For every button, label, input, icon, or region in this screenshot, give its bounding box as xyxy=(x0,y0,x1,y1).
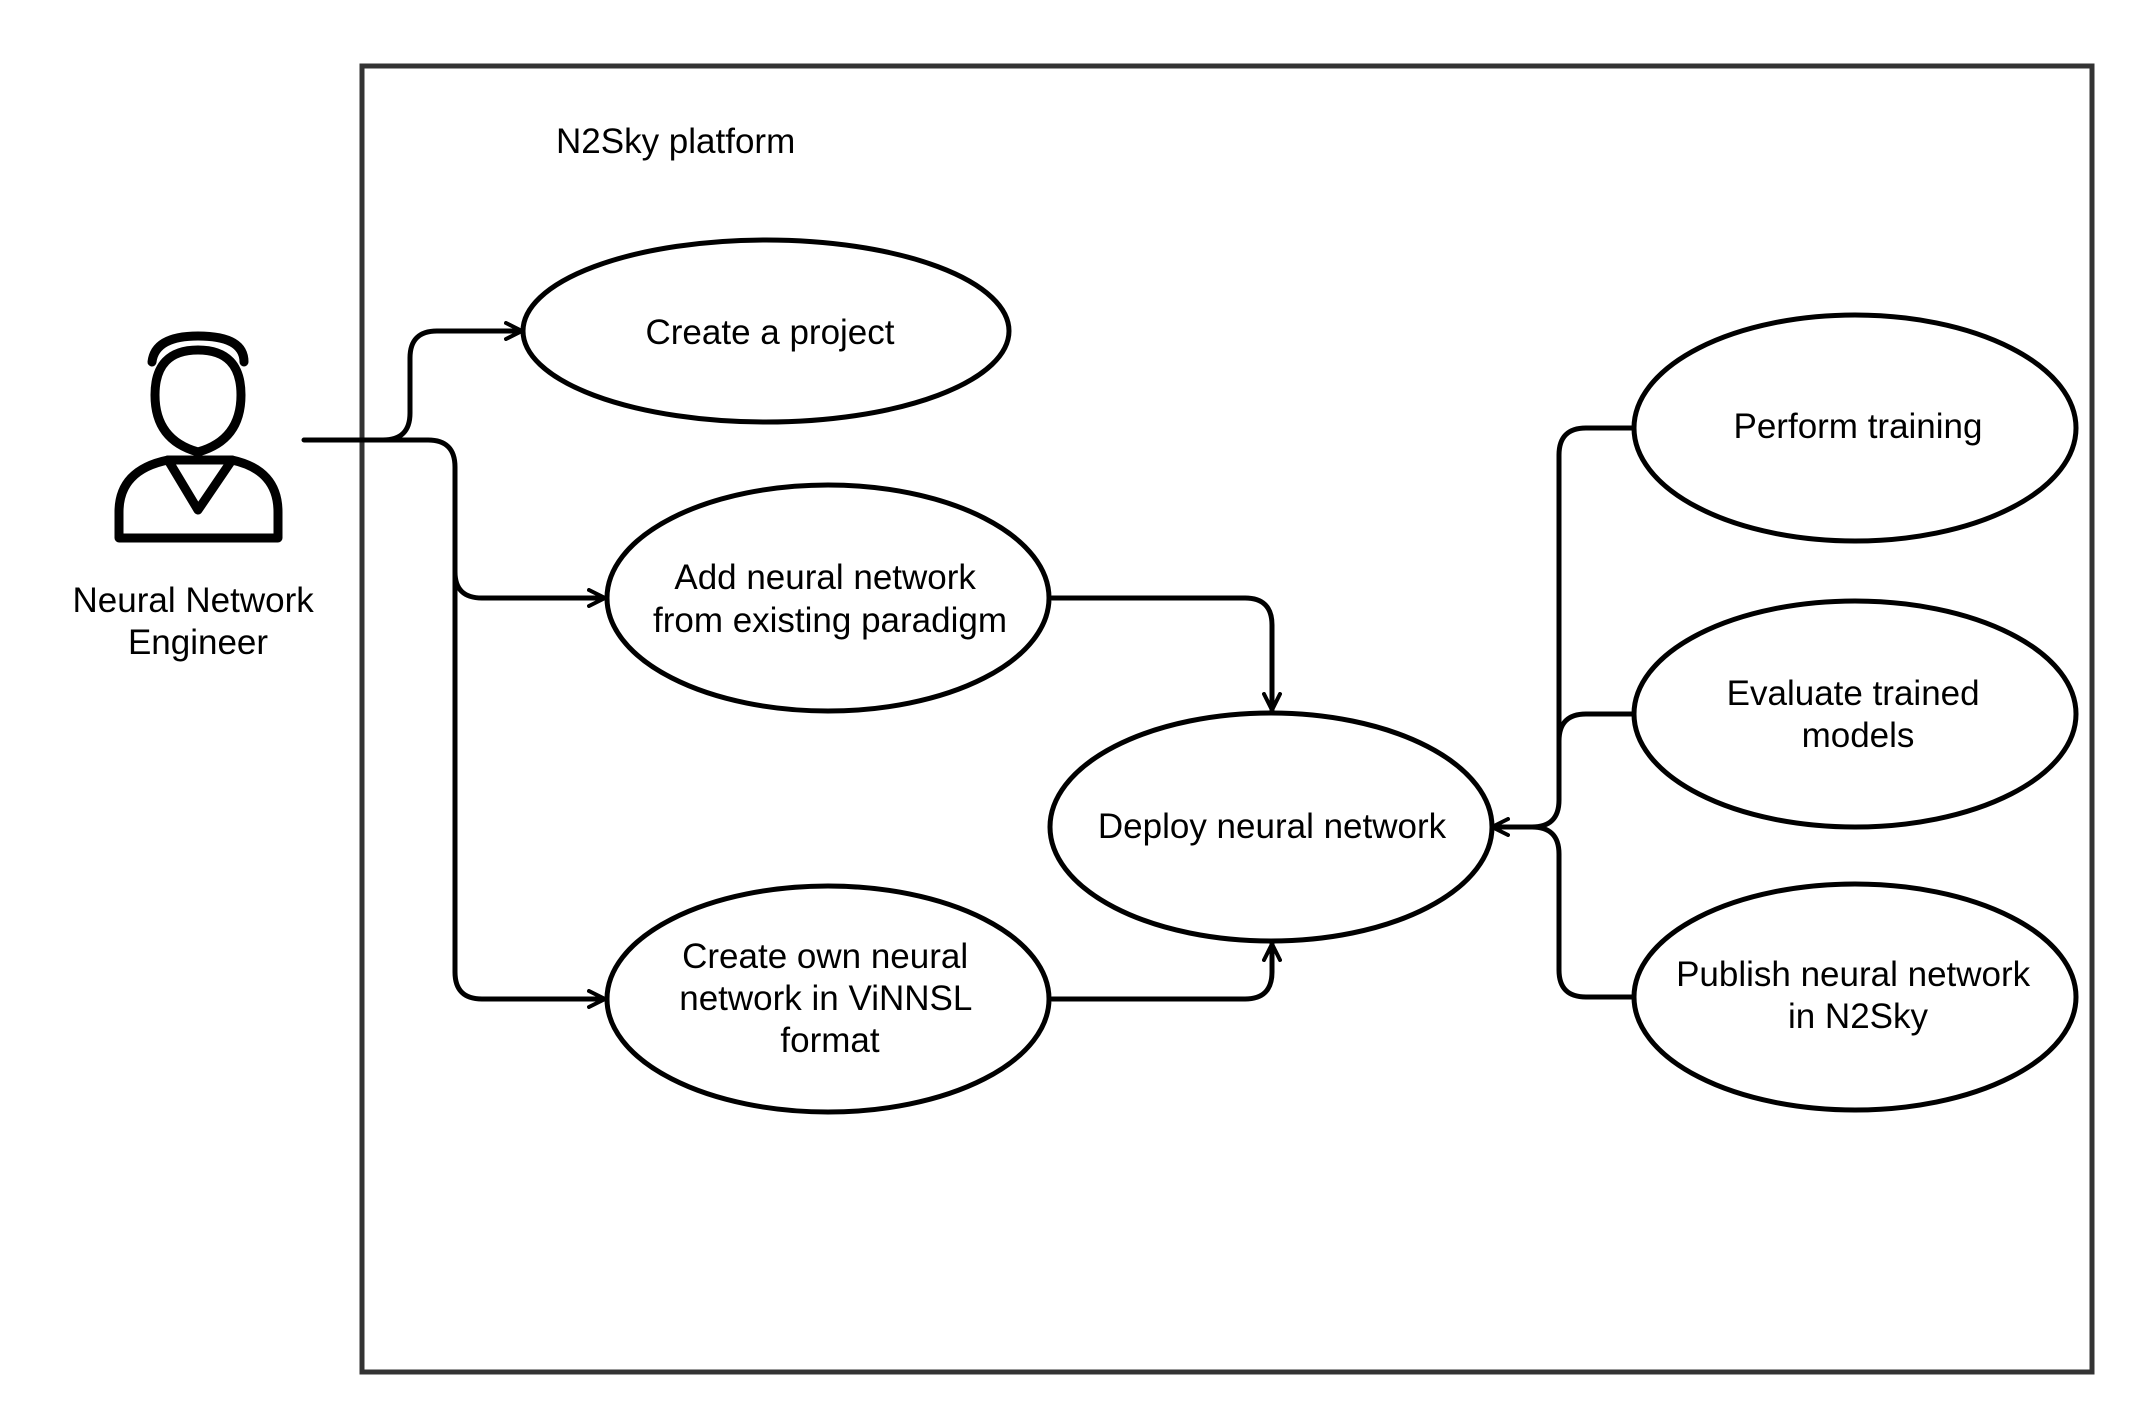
system-label: N2Sky platform xyxy=(556,122,795,161)
use-case-create-own xyxy=(604,883,1052,1115)
system-boundary xyxy=(359,63,2095,1375)
person-icon xyxy=(114,331,283,543)
use-case-deploy-label: Deploy neural network xyxy=(1098,807,1447,846)
connector-evaluate-to-deploy xyxy=(1556,711,1635,744)
use-case-create-project-label: Create a project xyxy=(645,313,894,352)
use-case-add-network-label: Add neural network from existing paradig… xyxy=(653,558,1007,640)
connector-publish-to-deploy xyxy=(1529,824,1635,1000)
use-case-perform-training-label: Perform training xyxy=(1734,407,1983,446)
connector-to-create-project xyxy=(301,321,525,443)
connector-training-to-deploy xyxy=(1489,425,1635,837)
use-case-create-own-label: Create own neural network in ViNNSL form… xyxy=(679,937,981,1060)
use-case-evaluate-label: Evaluate trained models xyxy=(1727,674,1990,755)
use-case-publish xyxy=(1631,881,2079,1113)
use-case-create-project xyxy=(520,237,1012,425)
connector-to-create-own xyxy=(452,569,608,1009)
actor-label: Neural Network Engineer xyxy=(73,581,324,662)
use-case-publish-label: Publish neural network in N2Sky xyxy=(1676,955,2040,1036)
use-case-add-network xyxy=(604,482,1052,714)
connector-to-add-network xyxy=(380,437,608,608)
connector-own-to-deploy xyxy=(1049,941,1282,1002)
use-case-evaluate xyxy=(1631,598,2079,830)
use-case-deploy xyxy=(1047,710,1495,944)
connector-add-to-deploy xyxy=(1049,595,1282,713)
use-case-perform-training xyxy=(1631,312,2079,544)
